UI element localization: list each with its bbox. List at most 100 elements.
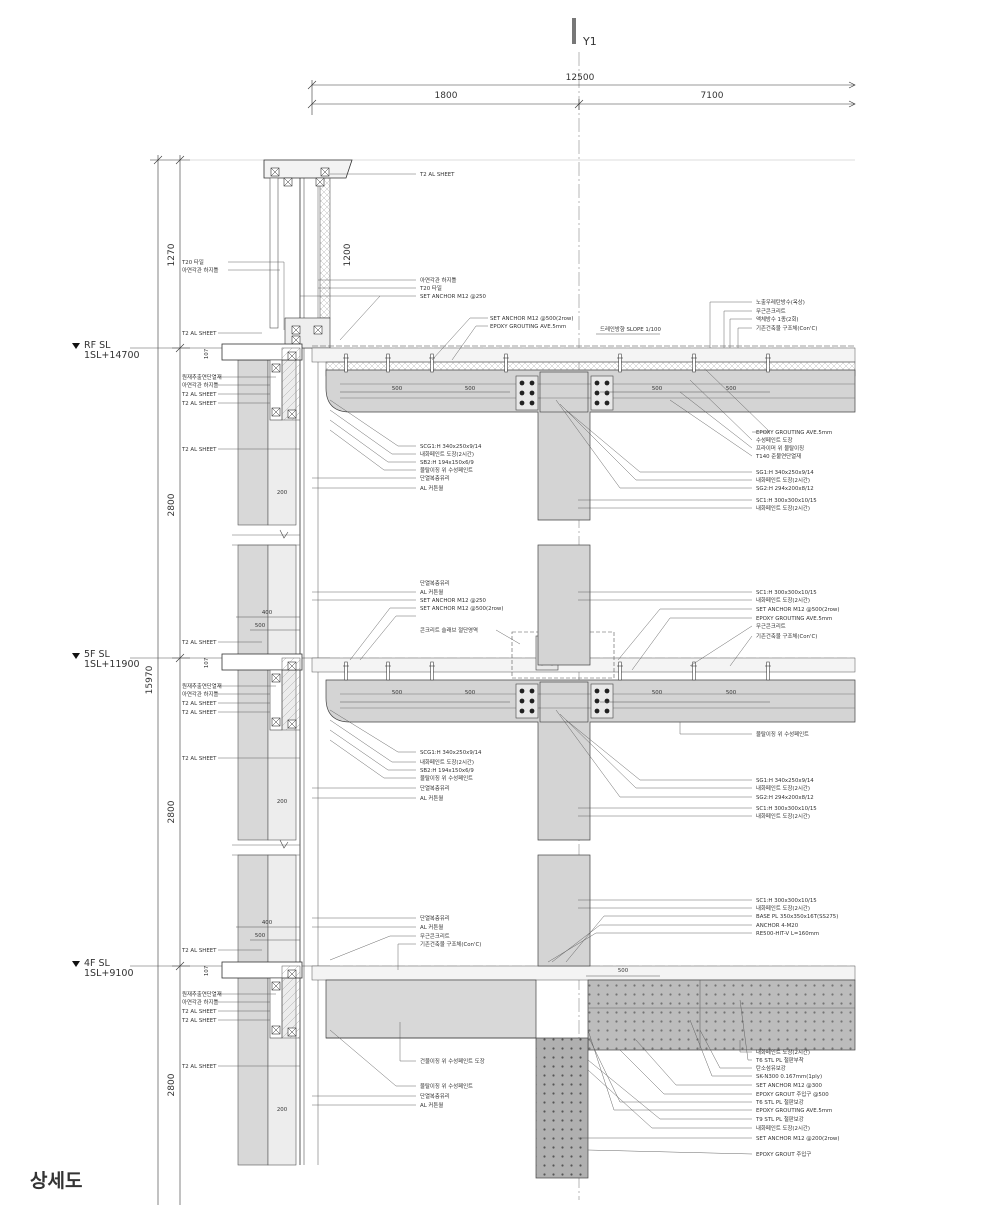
dim-sill-5f-400: 400 xyxy=(262,610,273,616)
note-5f-top-3: SET ANCHOR M12 @500(2row) xyxy=(420,606,503,612)
dim-bay-rf-2: 500 xyxy=(465,386,476,392)
note-4f-left-0: T2 AL SHEET xyxy=(181,948,217,954)
note-parapet-tile-left: T20 타일 xyxy=(181,258,204,266)
dim-bay-4f: 500 xyxy=(618,968,629,974)
note-4f-right-top-3: ANCHOR 4-M20 xyxy=(756,923,799,929)
note-rf-center-3: 물탈이징 위 수성페인트 xyxy=(420,466,473,474)
note-5f-right2-0: SG1:H 340x250x9/14 xyxy=(756,778,814,784)
note-4f-left-1: 원재추출연단열재 xyxy=(182,990,222,998)
note-roof-anchor: SET ANCHOR M12 @500(2row) xyxy=(490,316,573,322)
drawing-title: 상세도 xyxy=(30,1170,82,1192)
note-rf-left-4: T2 AL SHEET xyxy=(181,401,217,407)
dim-slab-edge-5f: 107 xyxy=(204,658,210,668)
note-4f-rb-9: 내화페인트 도장(2시간) xyxy=(756,1124,810,1132)
left-dimensions xyxy=(150,155,190,1205)
note-rf-left-1: 원재추출연단열재 xyxy=(182,373,222,381)
note-4f-rb-2: 탄소섬유보강 xyxy=(756,1064,786,1072)
dim-slab-edge-4f: 107 xyxy=(204,966,210,976)
note-rf-center-1: 내화페인트 도장(2시간) xyxy=(420,450,474,458)
dim-parapet: 1270 xyxy=(167,243,177,266)
note-5f-right-5: 기존건축물 구조체(Con'C) xyxy=(756,632,817,640)
level-rf-value: 1SL+14700 xyxy=(84,350,140,361)
note-roof-liquid: 액체방수 1종(2회) xyxy=(756,315,799,323)
dim-total-width: 12500 xyxy=(566,73,595,83)
level-4f-name: 4F SL xyxy=(84,958,111,969)
dim-bay-rf-1: 500 xyxy=(392,386,403,392)
note-4f-top-3: 기존건축물 구조체(Con'C) xyxy=(420,940,481,948)
note-5f-left-5: T2 AL SHEET xyxy=(181,756,217,762)
note-roof-grout: EPOXY GROUTING AVE.5mm xyxy=(490,324,566,330)
dim-slab-edge-rf: 107 xyxy=(204,349,210,359)
level-rf-name: RF SL xyxy=(84,340,111,351)
note-5f-center-0: SCG1:H 340x250x9/14 xyxy=(420,750,482,756)
note-5f-right-2: SET ANCHOR M12 @500(2row) xyxy=(756,607,839,613)
note-4f-rb-11: EPOXY GROUT 주입구 xyxy=(756,1150,811,1158)
note-rf-left-5: T2 AL SHEET xyxy=(181,447,217,453)
note-5f-right2-2: SG2:H 294x200x8/12 xyxy=(756,795,814,801)
note-4f-rb-10: SET ANCHOR M12 @200(2row) xyxy=(756,1136,839,1142)
dim-parapet-inner: 1200 xyxy=(343,243,353,266)
dim-sill-5f-500: 500 xyxy=(255,623,266,629)
slab-edge-5f xyxy=(221,653,303,731)
note-5f-center-5: AL 커튼월 xyxy=(420,794,443,802)
note-4f-bottom-0: 물탈이징 위 수성페인트 xyxy=(420,1082,473,1090)
note-5f-center-3: 물탈이징 위 수성페인트 xyxy=(420,774,473,782)
dim-total-height: 15970 xyxy=(145,665,155,694)
floor-5f-beam xyxy=(325,544,856,841)
note-4f-top-0: 단열복층유리 xyxy=(420,914,450,922)
dim-floor-4f: 2800 xyxy=(167,1073,177,1096)
note-4f-left-3: T2 AL SHEET xyxy=(181,1009,217,1015)
level-5f-value: 1SL+11900 xyxy=(84,659,140,670)
note-5f-right2-4: 내화페인트 도장(2시간) xyxy=(756,812,810,820)
note-4f-rb-0: 내화페인트 도장(2시간) xyxy=(756,1048,810,1056)
note-rf-right2-4: 내화페인트 도장(2시간) xyxy=(756,504,810,512)
note-4f-rb-5: EPOXY GROUT 주입구 @500 xyxy=(756,1090,829,1098)
note-rf-right2-0: SG1:H 340x250x9/14 xyxy=(756,470,814,476)
note-rf-right1-0: EPOXY GROUTING AVE.5mm xyxy=(756,430,832,436)
note-5f-cut-area: 콘크리트 슬래브 절단영역 xyxy=(420,626,478,634)
note-4f-right-top-1: 내화페인트 도장(2시간) xyxy=(756,904,810,912)
leader-lines xyxy=(218,173,771,1155)
note-4f-bottom-1: 단열복층유리 xyxy=(420,1092,450,1100)
note-4f-rb-3: SK-N300 0.167mm(1ply) xyxy=(756,1074,822,1080)
note-rf-right1-3: T140 준불연단열재 xyxy=(755,452,801,460)
dim-left-width: 1800 xyxy=(435,91,458,101)
note-roof-concrete: 무근콘크리트 xyxy=(756,307,786,315)
note-rf-right2-2: SG2:H 294x200x8/12 xyxy=(756,486,814,492)
dim-bay-rf-3: 500 xyxy=(652,386,663,392)
dim-right-width: 7100 xyxy=(701,91,724,101)
dim-floor-rf-5f: 2800 xyxy=(167,493,177,516)
note-5f-center-4: 단열복층유리 xyxy=(420,784,450,792)
note-rf-right1-2: 프라이머 위 물탈이징 xyxy=(756,444,804,452)
slab-edge-4f xyxy=(221,961,303,1039)
note-5f-right2-1: 내화페인트 도장(2시간) xyxy=(756,784,810,792)
dim-mullion-rf: 200 xyxy=(277,490,288,496)
level-5f-name: 5F SL xyxy=(84,649,111,660)
dim-mullion-5f: 200 xyxy=(277,799,288,805)
note-4f-rb-8: T9 STL PL 철판보강 xyxy=(755,1115,804,1123)
note-4f-center: 건물이징 위 수성페인트 도장 xyxy=(420,1057,485,1065)
level-4f-value: 1SL+9100 xyxy=(84,968,134,979)
note-4f-right-top-4: RE500-HIT-V L=160mm xyxy=(756,931,819,937)
note-4f-left-4: T2 AL SHEET xyxy=(181,1018,217,1024)
note-5f-right2-3: SC1:H 300x300x10/15 xyxy=(756,806,817,812)
note-4f-top-1: AL 커튼월 xyxy=(420,923,443,931)
grid-label: Y1 xyxy=(582,35,597,48)
dim-bay-5f-2: 500 xyxy=(465,690,476,696)
slope-note: 드레인방향 SLOPE 1/100 xyxy=(600,325,661,333)
note-4f-right-top-2: BASE PL 350x350x16T(SS275) xyxy=(756,914,838,920)
note-rf-left-0: T2 AL SHEET xyxy=(181,331,217,337)
note-5f-left-0: T2 AL SHEET xyxy=(181,640,217,646)
note-rf-center-4: 단열복층유리 xyxy=(420,474,450,482)
dim-sill-4f-400: 400 xyxy=(262,920,273,926)
dim-bay-5f-4: 500 xyxy=(726,690,737,696)
note-roof-waterproof: 노출우레탄방수(옥상) xyxy=(756,298,805,306)
note-5f-right-mid: 물탈이징 위 수성페인트 xyxy=(756,730,809,738)
note-parapet-tile: T20 타일 xyxy=(419,284,442,292)
note-5f-left-1: 원재추출연단열재 xyxy=(182,682,222,690)
note-parapet-frame-left: 아연각관 하지틀 xyxy=(182,266,218,274)
note-parapet-frame: 아연각관 하지틀 xyxy=(420,276,456,284)
note-4f-left-5: T2 AL SHEET xyxy=(181,1064,217,1070)
dim-floor-5f-4f: 2800 xyxy=(167,800,177,823)
note-rf-right2-3: SC1:H 300x300x10/15 xyxy=(756,498,817,504)
